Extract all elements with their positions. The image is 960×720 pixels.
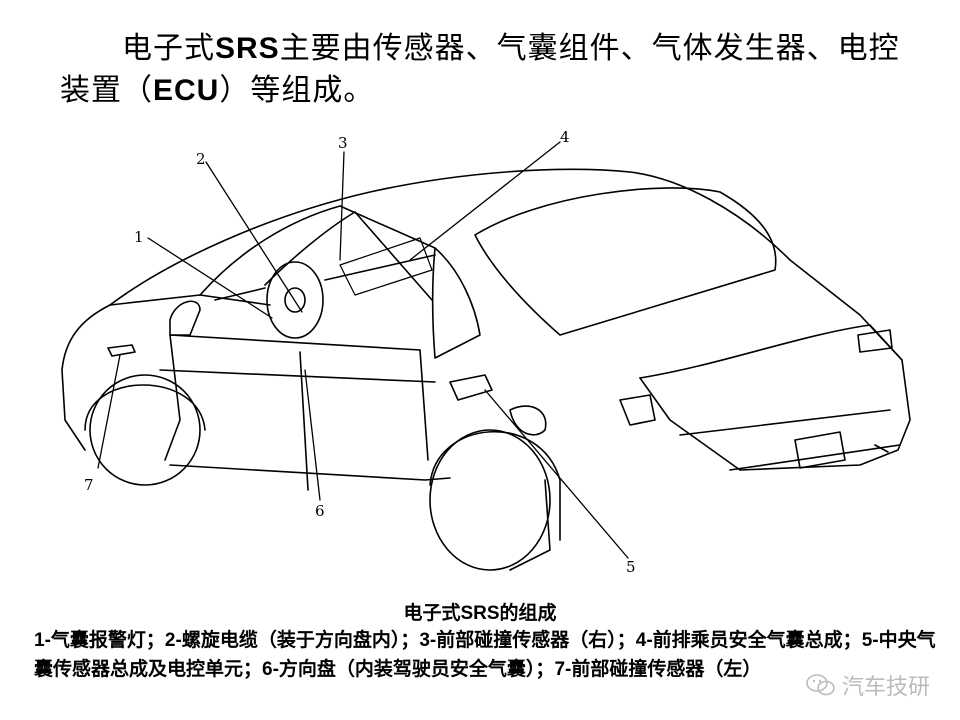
figure-caption: 电子式SRS的组成 xyxy=(0,598,960,625)
caption-post: 的组成 xyxy=(499,602,557,624)
callout-7: 7 xyxy=(84,476,94,494)
legend-num-6: 6- xyxy=(262,659,279,680)
legend-text-2: 螺旋电缆（装于方向盘内）； xyxy=(181,629,420,651)
intro-pre: 电子式 xyxy=(122,31,215,66)
callout-2: 2 xyxy=(196,150,206,168)
watermark-text: 汽车技研 xyxy=(841,675,930,700)
caption-pre: 电子式 xyxy=(403,602,461,624)
watermark: 汽车技研 xyxy=(806,669,930,701)
intro-ecu: ECU xyxy=(153,74,220,107)
legend-num-5: 5- xyxy=(861,630,879,651)
legend-num-2: 2- xyxy=(164,630,182,651)
legend-num-3: 3- xyxy=(419,630,437,651)
callout-1: 1 xyxy=(134,228,144,246)
intro-mid: 主要由传感器、气囊组件、气体发生器、电控装置（ xyxy=(60,31,900,108)
car-diagram: 1 2 3 4 5 6 7 xyxy=(61,128,911,576)
legend-text-7: 前部碰撞传感器（左） xyxy=(571,658,762,680)
legend-num-7: 7- xyxy=(554,659,572,680)
legend-num-1: 1- xyxy=(34,630,51,651)
legend-text-5: 中央气囊传感器总成及电控单元； xyxy=(34,629,936,680)
legend-text-3: 前部碰撞传感器（右）； xyxy=(436,629,636,651)
intro-srs: SRS xyxy=(215,32,280,65)
callout-labels: 1 2 3 4 5 6 7 xyxy=(84,128,636,576)
caption-srs: SRS xyxy=(460,603,500,624)
callout-6: 6 xyxy=(315,502,325,520)
intro-post: ）等组成。 xyxy=(219,73,375,108)
callout-4: 4 xyxy=(560,128,570,146)
intro-paragraph: 电子式SRS主要由传感器、气囊组件、气体发生器、电控装置（ECU）等组成。 xyxy=(60,28,910,112)
wechat-icon xyxy=(806,674,835,696)
car-body-outline xyxy=(61,168,911,571)
legend-text-1: 气囊报警灯； xyxy=(50,629,165,651)
legend-num-4: 4- xyxy=(635,630,653,651)
legend-text: 1-气囊报警灯；2-螺旋电缆（装于方向盘内）；3-前部碰撞传感器（右）；4-前排… xyxy=(34,626,939,684)
legend-text-6: 方向盘（内装驾驶员安全气囊）； xyxy=(278,658,555,680)
legend-text-4: 前排乘员安全气囊总成； xyxy=(652,629,862,651)
leader-lines xyxy=(97,141,629,559)
callout-3: 3 xyxy=(338,134,348,152)
callout-5: 5 xyxy=(626,558,636,576)
